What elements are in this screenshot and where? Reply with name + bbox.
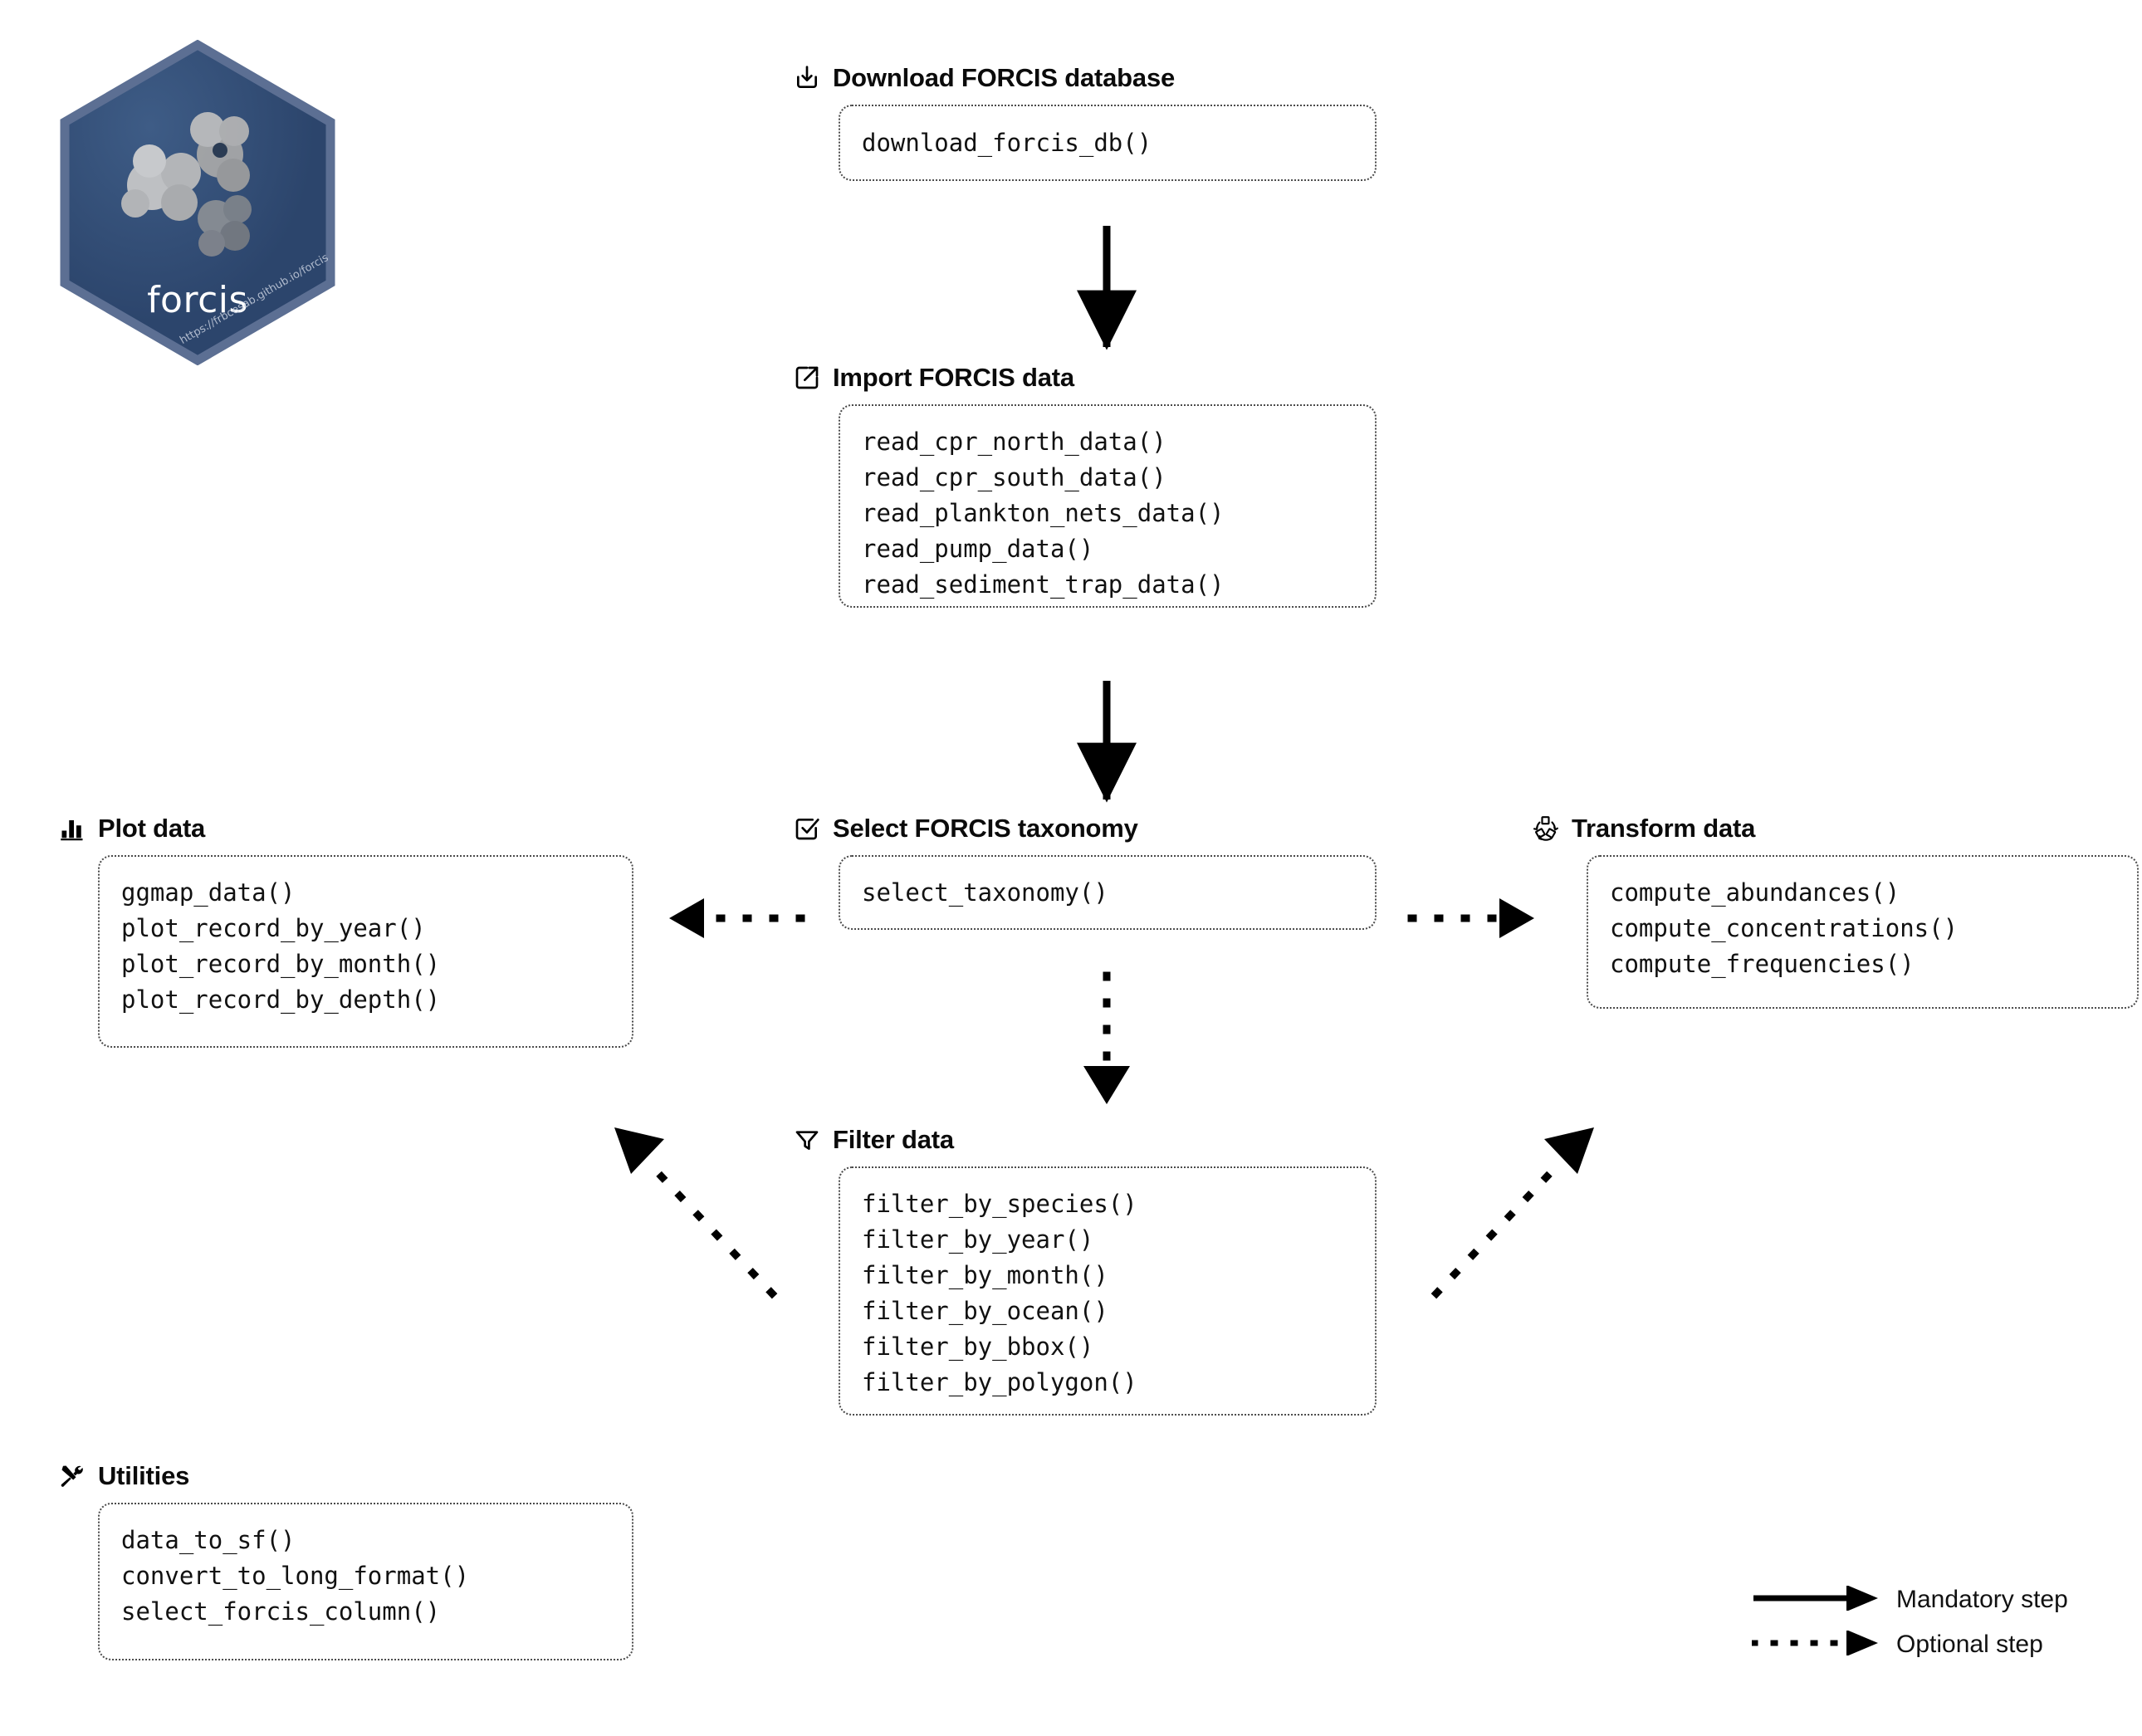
function-name: filter_by_year(): [862, 1225, 1094, 1254]
function-name: read_plankton_nets_data(): [862, 499, 1225, 527]
function-name: filter_by_month(): [862, 1261, 1108, 1289]
group-filter-data: Filter data filter_by_species() filter_b…: [793, 1125, 1377, 1416]
foraminifera-illustration: [121, 112, 252, 257]
group-header: Transform data: [1532, 814, 2139, 844]
function-list-box: download_forcis_db(): [839, 105, 1377, 181]
arrow-filter-to-transform: [1430, 1127, 1594, 1299]
function-list-box: select_taxonomy(): [839, 855, 1377, 930]
arrow-taxonomy-to-plot: [669, 898, 805, 938]
group-transform-data: Transform data compute_abundances() comp…: [1532, 814, 2139, 1009]
transform-shapes-icon: [1532, 814, 1560, 843]
funnel-icon: [793, 1126, 821, 1154]
function-name: filter_by_polygon(): [862, 1368, 1137, 1396]
checkbox-checked-icon: [793, 814, 821, 843]
function-name: compute_concentrations(): [1610, 914, 1959, 942]
hex-shape: [60, 40, 335, 365]
group-select-forcis-taxonomy: Select FORCIS taxonomy select_taxonomy(): [793, 814, 1377, 930]
arrow-taxonomy-to-filter: [1083, 971, 1130, 1104]
group-utilities: Utilities data_to_sf() convert_to_long_f…: [58, 1461, 633, 1660]
group-plot-data: Plot data ggmap_data() plot_record_by_ye…: [58, 814, 633, 1048]
bar-chart-icon: [58, 814, 86, 843]
function-name: select_forcis_column(): [121, 1597, 441, 1626]
group-header: Download FORCIS database: [793, 63, 1377, 93]
function-name: compute_abundances(): [1610, 878, 1900, 907]
import-external-link-icon: [793, 364, 821, 392]
function-name: read_pump_data(): [862, 535, 1094, 563]
legend-row-mandatory: Mandatory step: [1752, 1577, 2117, 1622]
group-header: Utilities: [58, 1461, 633, 1491]
download-icon: [793, 64, 821, 92]
solid-arrow-icon: [1752, 1584, 1885, 1615]
arrow-taxonomy-to-transform: [1407, 898, 1534, 938]
function-name: data_to_sf(): [121, 1526, 296, 1554]
legend: Mandatory step Optional step: [1750, 1577, 2117, 1667]
arrow-filter-to-plot: [614, 1127, 778, 1299]
dotted-arrow-icon: [1750, 1629, 1885, 1660]
logo-name: forcis: [147, 279, 248, 321]
function-name: plot_record_by_month(): [121, 950, 441, 978]
function-name: read_cpr_north_data(): [862, 428, 1166, 456]
function-name: compute_frequencies(): [1610, 950, 1915, 978]
function-name: download_forcis_db(): [862, 128, 1152, 157]
group-header: Select FORCIS taxonomy: [793, 814, 1377, 844]
function-name: plot_record_by_year(): [121, 914, 426, 942]
function-name: filter_by_ocean(): [862, 1297, 1108, 1325]
function-list-box: ggmap_data() plot_record_by_year() plot_…: [98, 855, 633, 1048]
group-title: Transform data: [1572, 814, 1756, 843]
group-title: Download FORCIS database: [833, 63, 1176, 92]
group-title: Select FORCIS taxonomy: [833, 814, 1138, 843]
function-name: plot_record_by_depth(): [121, 985, 441, 1014]
group-import-forcis-data: Import FORCIS data read_cpr_north_data()…: [793, 363, 1377, 608]
group-header: Plot data: [58, 814, 633, 844]
function-name: filter_by_bbox(): [862, 1333, 1094, 1361]
group-header: Filter data: [793, 1125, 1377, 1155]
function-name: read_cpr_south_data(): [862, 463, 1166, 491]
function-name: ggmap_data(): [121, 878, 296, 907]
group-title: Plot data: [98, 814, 206, 843]
function-name: read_sediment_trap_data(): [862, 570, 1225, 599]
function-name: select_taxonomy(): [862, 878, 1108, 907]
legend-row-optional: Optional step: [1750, 1622, 2117, 1667]
group-title: Import FORCIS data: [833, 363, 1074, 392]
group-title: Filter data: [833, 1125, 954, 1154]
function-list-box: read_cpr_north_data() read_cpr_south_dat…: [839, 404, 1377, 608]
legend-label-optional: Optional step: [1896, 1631, 2043, 1658]
legend-label-mandatory: Mandatory step: [1896, 1586, 2068, 1613]
group-title: Utilities: [98, 1461, 190, 1490]
group-download-forcis-database: Download FORCIS database download_forcis…: [793, 63, 1377, 181]
function-list-box: data_to_sf() convert_to_long_format() se…: [98, 1503, 633, 1660]
group-header: Import FORCIS data: [793, 363, 1377, 393]
function-list-box: compute_abundances() compute_concentrati…: [1587, 855, 2139, 1009]
tools-icon: [58, 1462, 86, 1490]
function-name: filter_by_species(): [862, 1190, 1137, 1218]
forcis-hex-logo: forcis https://frbcesab.github.io/forcis: [56, 40, 339, 365]
function-list-box: filter_by_species() filter_by_year() fil…: [839, 1166, 1377, 1416]
function-name: convert_to_long_format(): [121, 1562, 470, 1590]
